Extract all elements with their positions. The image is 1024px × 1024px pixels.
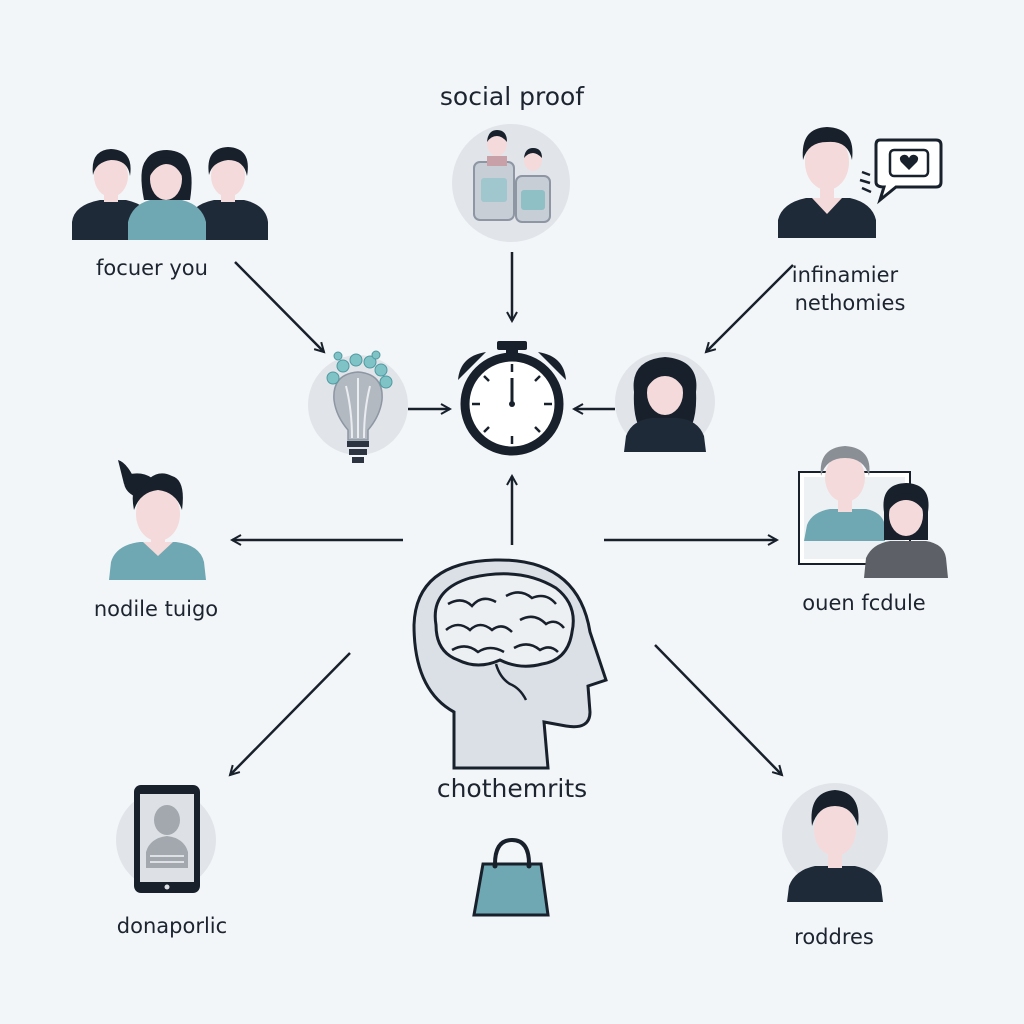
label-social-proof: social proof <box>439 82 585 111</box>
label-focuer-you: focuer you <box>96 256 208 280</box>
label-infinamier: infinamier <box>791 263 899 287</box>
tablet-profile-icon <box>116 785 216 893</box>
arrows <box>230 252 794 775</box>
arrow-topleft-to-bulb <box>234 261 324 352</box>
label-donaporlic: donaporlic <box>116 914 228 938</box>
arrow-to-bottom-left <box>230 652 351 775</box>
label-chothemrits: chothemrits <box>436 774 588 803</box>
arrow-to-bottom-right <box>654 644 782 775</box>
arrow-rightupper-to-avatar <box>706 264 794 352</box>
label-nethomies: nethomies <box>794 291 906 315</box>
video-call-icon <box>798 446 948 578</box>
man-avatar-icon <box>109 460 206 580</box>
label-roddres: roddres <box>794 925 874 949</box>
shopping-bag-icon <box>472 837 550 917</box>
brain-head-icon <box>412 558 608 770</box>
social-proof-icon <box>452 124 570 242</box>
label-nodile-tuigo: nodile tuigo <box>93 597 219 621</box>
group-of-people-icon <box>72 147 268 240</box>
person-heart-speech-icon <box>778 127 943 238</box>
person-avatar-icon <box>782 783 888 902</box>
woman-avatar-icon <box>615 352 715 452</box>
lightbulb-icon <box>308 350 408 463</box>
stopwatch-icon <box>458 341 566 456</box>
label-ouen-fcdule: ouen fcdule <box>802 591 926 615</box>
